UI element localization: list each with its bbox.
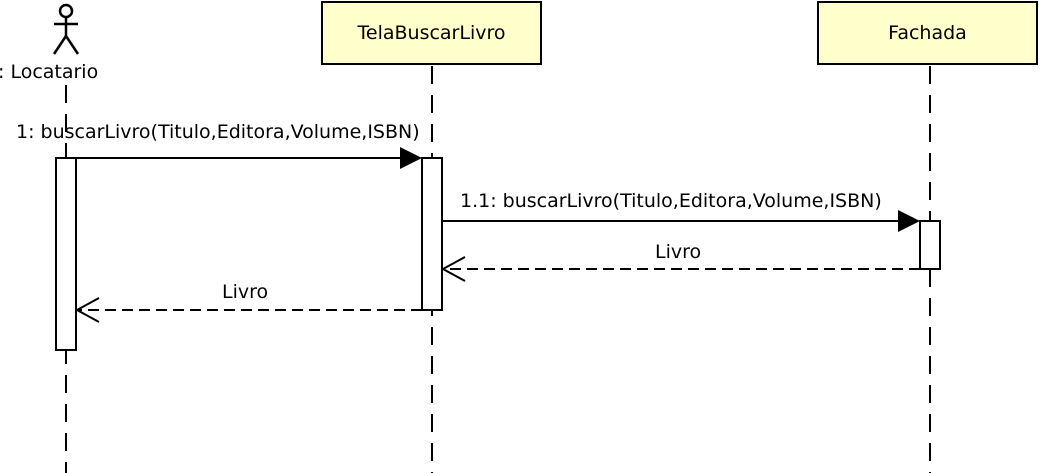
message-1-label: 1: buscarLivro(Titulo,Editora,Volume,ISB… — [16, 121, 420, 143]
fachada-object[interactable]: Fachada — [817, 1, 1038, 65]
actor-left-leg — [52, 35, 68, 55]
actor-activation — [55, 157, 77, 351]
tela-object[interactable]: TelaBuscarLivro — [321, 1, 542, 65]
fachada-object-box — [817, 1, 1038, 65]
actor-figure[interactable] — [52, 3, 80, 55]
fachada-object-label: Fachada — [888, 22, 967, 44]
message-1[interactable]: 1: buscarLivro(Titulo,Editora,Volume,ISB… — [16, 121, 422, 169]
message-1-arrowhead — [400, 147, 422, 169]
message-1-1[interactable]: 1.1: buscarLivro(Titulo,Editora,Volume,I… — [442, 190, 920, 232]
tela-object-label: TelaBuscarLivro — [357, 22, 506, 44]
return-1-1[interactable]: Livro — [440, 241, 920, 282]
actor-label: : Locatario — [0, 61, 98, 83]
return-1[interactable]: Livro — [74, 281, 422, 323]
fachada-activation — [919, 220, 941, 270]
actor-right-leg — [64, 35, 80, 55]
tela-object-box — [321, 1, 542, 65]
return-1-1-label: Livro — [655, 241, 701, 263]
message-1-1-arrowhead — [898, 210, 920, 232]
tela-activation — [421, 157, 443, 311]
return-1-1-arrowhead — [440, 256, 466, 282]
return-1-arrowhead — [74, 297, 100, 323]
actor-head — [58, 3, 74, 19]
message-1-1-label: 1.1: buscarLivro(Titulo,Editora,Volume,I… — [460, 190, 882, 212]
return-1-label: Livro — [222, 281, 268, 303]
